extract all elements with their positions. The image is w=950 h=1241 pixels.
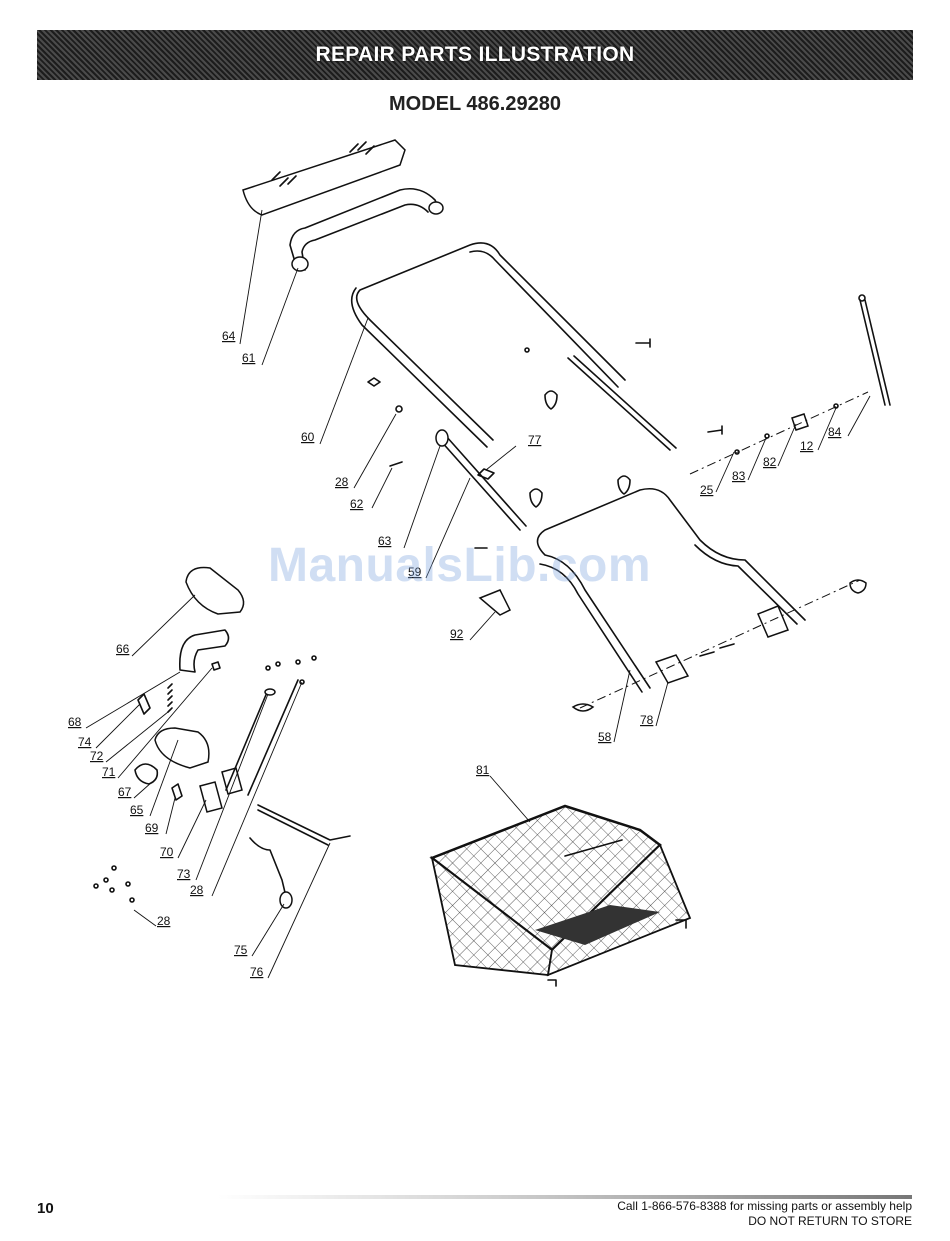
callout-84: 84 [828,425,842,439]
part-67-clip [135,764,157,784]
part-81-grass-bag [432,806,690,986]
header-banner: REPAIR PARTS ILLUSTRATION [37,30,913,80]
page-title: REPAIR PARTS ILLUSTRATION [316,43,635,67]
callout-83: 83 [732,469,746,483]
callout-62: 62 [350,497,364,511]
callout-74: 74 [78,735,92,749]
part-63-control-rod [436,430,526,530]
callout-81: 81 [476,763,490,777]
part-72-spring [168,684,172,712]
callout-76: 76 [250,965,264,979]
part-92-bracket [480,590,510,615]
callout-69: 69 [145,821,159,835]
callout-58: 58 [598,730,612,744]
callout-70: 70 [160,845,174,859]
callout-67: 67 [118,785,132,799]
part-68-bail-lever [180,630,229,672]
callout-28-lower: 28 [157,914,171,928]
footer-store-text: DO NOT RETURN TO STORE [748,1214,912,1228]
page-number: 10 [37,1200,54,1217]
callout-82: 82 [763,455,777,469]
model-label: MODEL 486.29280 [0,93,950,116]
footer-help-text: Call 1-866-576-8388 for missing parts or… [617,1199,912,1213]
part-76-rod [258,805,350,845]
part-60-upper-handle [352,243,676,450]
part-71-control-housing [155,728,209,768]
callout-64: 64 [222,329,236,343]
part-84-cable [859,295,890,405]
callout-78: 78 [640,713,654,727]
callout-77: 77 [528,433,542,447]
callout-60: 60 [301,430,315,444]
callout-71: 71 [102,765,116,779]
part-66-control-cover [186,568,244,614]
callout-25: 25 [700,483,714,497]
part-61-handle-grip [290,189,443,271]
callout-68: 68 [68,715,82,729]
callout-66: 66 [116,642,130,656]
callout-75: 75 [234,943,248,957]
callout-72: 72 [90,749,104,763]
hardware-upper [368,339,722,507]
callout-65: 65 [130,803,144,817]
callout-61: 61 [242,351,256,365]
part-73-cable [226,690,268,790]
callout-73: 73 [177,867,191,881]
watermark: ManualsLib.com [268,538,698,593]
callout-12: 12 [800,439,814,453]
callout-28-middle: 28 [190,883,204,897]
callout-28-upper: 28 [335,475,349,489]
part-28-screws [94,866,134,902]
part-64-handle-cover [243,140,405,215]
part-69-spring [172,784,182,800]
part-70-bushing [200,768,242,812]
callout-92: 92 [450,627,464,641]
